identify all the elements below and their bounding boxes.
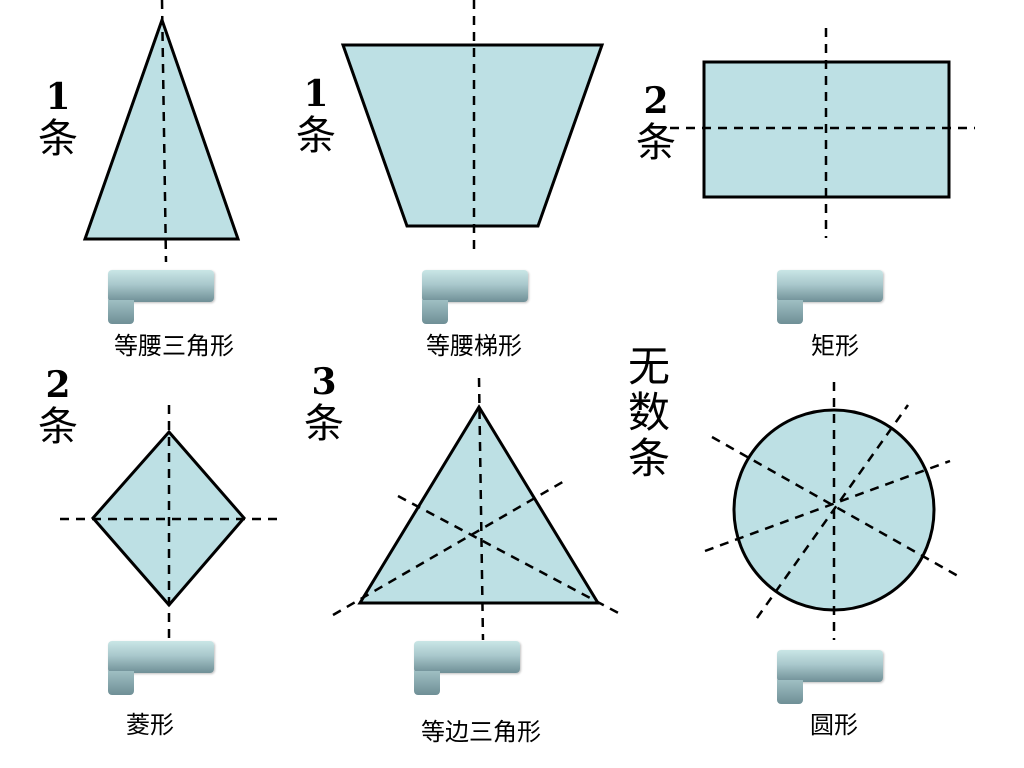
- circle-axis-4: [755, 404, 910, 619]
- isosceles-triangle-count: 1 条: [38, 76, 78, 160]
- isosceles-trapezoid-shape: [340, 43, 605, 228]
- circle-label: 圆形: [810, 711, 858, 739]
- count-number: 1: [303, 73, 329, 115]
- isosceles-triangle-shape: [82, 15, 241, 241]
- isosceles-trapezoid-label: 等腰梯形: [426, 332, 522, 360]
- equilateral-triangle-axis-1: [477, 377, 485, 641]
- circle-count: 无 数 条: [627, 344, 671, 482]
- equilateral-triangle-axis-3: [397, 494, 625, 618]
- count-unit: 条: [296, 113, 336, 159]
- count-number: 3: [311, 361, 337, 403]
- count-number: 2: [45, 364, 71, 406]
- rectangle-count: 2 条: [636, 80, 676, 164]
- rhombus-count: 2 条: [38, 364, 78, 448]
- count-char: 数: [627, 388, 670, 437]
- equilateral-triangle-count: 3 条: [304, 361, 344, 445]
- isosceles-triangle-axis: [160, 0, 168, 263]
- rhombus-label: 菱形: [126, 711, 174, 739]
- isosceles-triangle-label: 等腰三角形: [114, 332, 234, 360]
- count-number: 2: [643, 80, 669, 122]
- equilateral-triangle-label: 等边三角形: [421, 718, 541, 746]
- count-char: 无: [627, 342, 670, 391]
- count-number: 1: [45, 76, 71, 118]
- isosceles-trapezoid-count: 1 条: [296, 73, 336, 157]
- circle-axis-3: [704, 459, 951, 553]
- equilateral-triangle-axis-2: [332, 478, 567, 617]
- count-unit: 条: [636, 120, 676, 166]
- count-unit: 条: [38, 404, 78, 450]
- equilateral-triangle-shape: [357, 404, 601, 605]
- count-unit: 条: [304, 401, 344, 447]
- count-char: 条: [627, 434, 670, 483]
- rectangle-label: 矩形: [811, 332, 859, 360]
- count-unit: 条: [38, 116, 78, 162]
